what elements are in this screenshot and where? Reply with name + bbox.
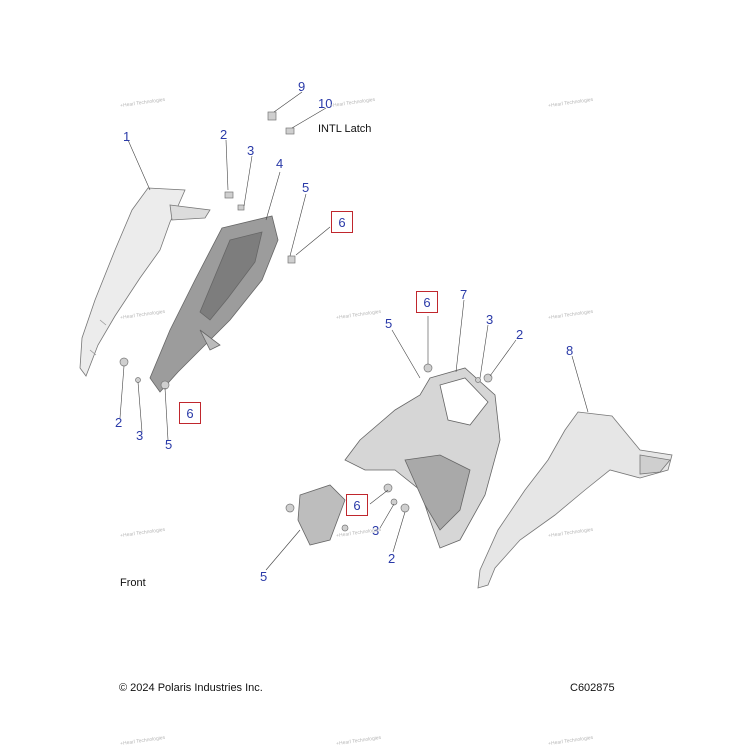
callout-6-top-boxed: 6 [331, 211, 353, 233]
callout-2-left: 2 [115, 415, 123, 430]
callout-3-top: 3 [247, 143, 255, 158]
callout-8: 8 [566, 343, 574, 358]
callout-2-bottom: 2 [388, 551, 396, 566]
callout-6-bottom-boxed: 6 [346, 494, 368, 516]
diagram-id: C602875 [570, 682, 615, 694]
callout-5-top: 5 [302, 180, 310, 195]
callout-3-bottom: 3 [372, 523, 380, 538]
callout-1: 1 [123, 129, 131, 144]
copyright-text: © 2024 Polaris Industries Inc. [119, 682, 263, 694]
callout-9: 9 [298, 79, 306, 94]
callout-10: 10 [318, 96, 333, 111]
part-7-fender [297, 367, 501, 549]
callout-5-left: 5 [165, 437, 173, 452]
part-4-panel [149, 215, 279, 393]
callout-6-left-boxed: 6 [179, 402, 201, 424]
hardware-fasteners-center [285, 363, 493, 532]
intl-latch-label: INTL Latch [318, 123, 372, 135]
callout-5-center: 5 [385, 316, 393, 331]
callout-2-center: 2 [516, 327, 524, 342]
part-8-fender [477, 411, 673, 589]
callout-2-top: 2 [220, 127, 228, 142]
hardware-fasteners-left [119, 111, 296, 390]
callout-5-bottom: 5 [260, 569, 268, 584]
part-1-side-panel [79, 187, 211, 377]
callout-3-center: 3 [486, 312, 494, 327]
callout-3-left: 3 [136, 428, 144, 443]
callout-7: 7 [460, 287, 468, 302]
front-label: Front [120, 577, 146, 589]
callout-6-center-boxed: 6 [416, 291, 438, 313]
leader-lines [119, 91, 589, 571]
callout-4: 4 [276, 156, 284, 171]
